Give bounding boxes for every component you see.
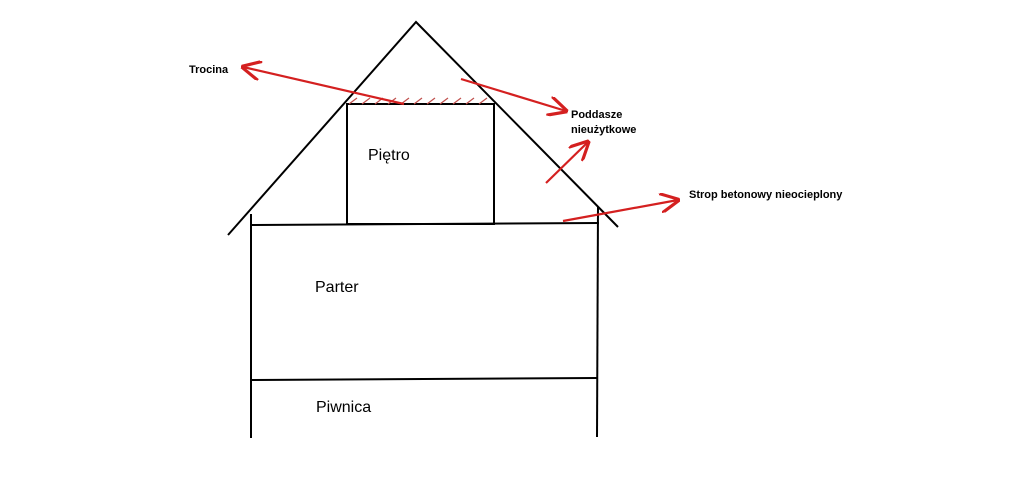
concrete-ceiling-line [249,222,600,226]
upper-floor-box [346,103,495,225]
basement-divider-line [250,377,598,381]
sawdust-insulation-hatch [348,97,488,105]
room-label-parter: Parter [315,279,359,296]
annotation-arrows [243,67,678,223]
right-wall [596,206,599,438]
annotation-strop: Strop betonowy nieocieplony [689,189,843,201]
room-label-piwnica: Piwnica [316,399,371,416]
arrow-strop [562,200,678,223]
arrow-poddasze [460,77,566,111]
roof-outline [227,20,619,236]
annotation-poddasze-line1: Poddasze [571,109,622,121]
arrow-poddasze-up [545,142,588,184]
arrow-trocina [243,67,405,106]
room-label-pietro: Piętro [368,147,410,164]
annotation-trocina: Trocina [189,64,229,76]
annotation-poddasze-line2: nieużytkowe [571,124,636,136]
